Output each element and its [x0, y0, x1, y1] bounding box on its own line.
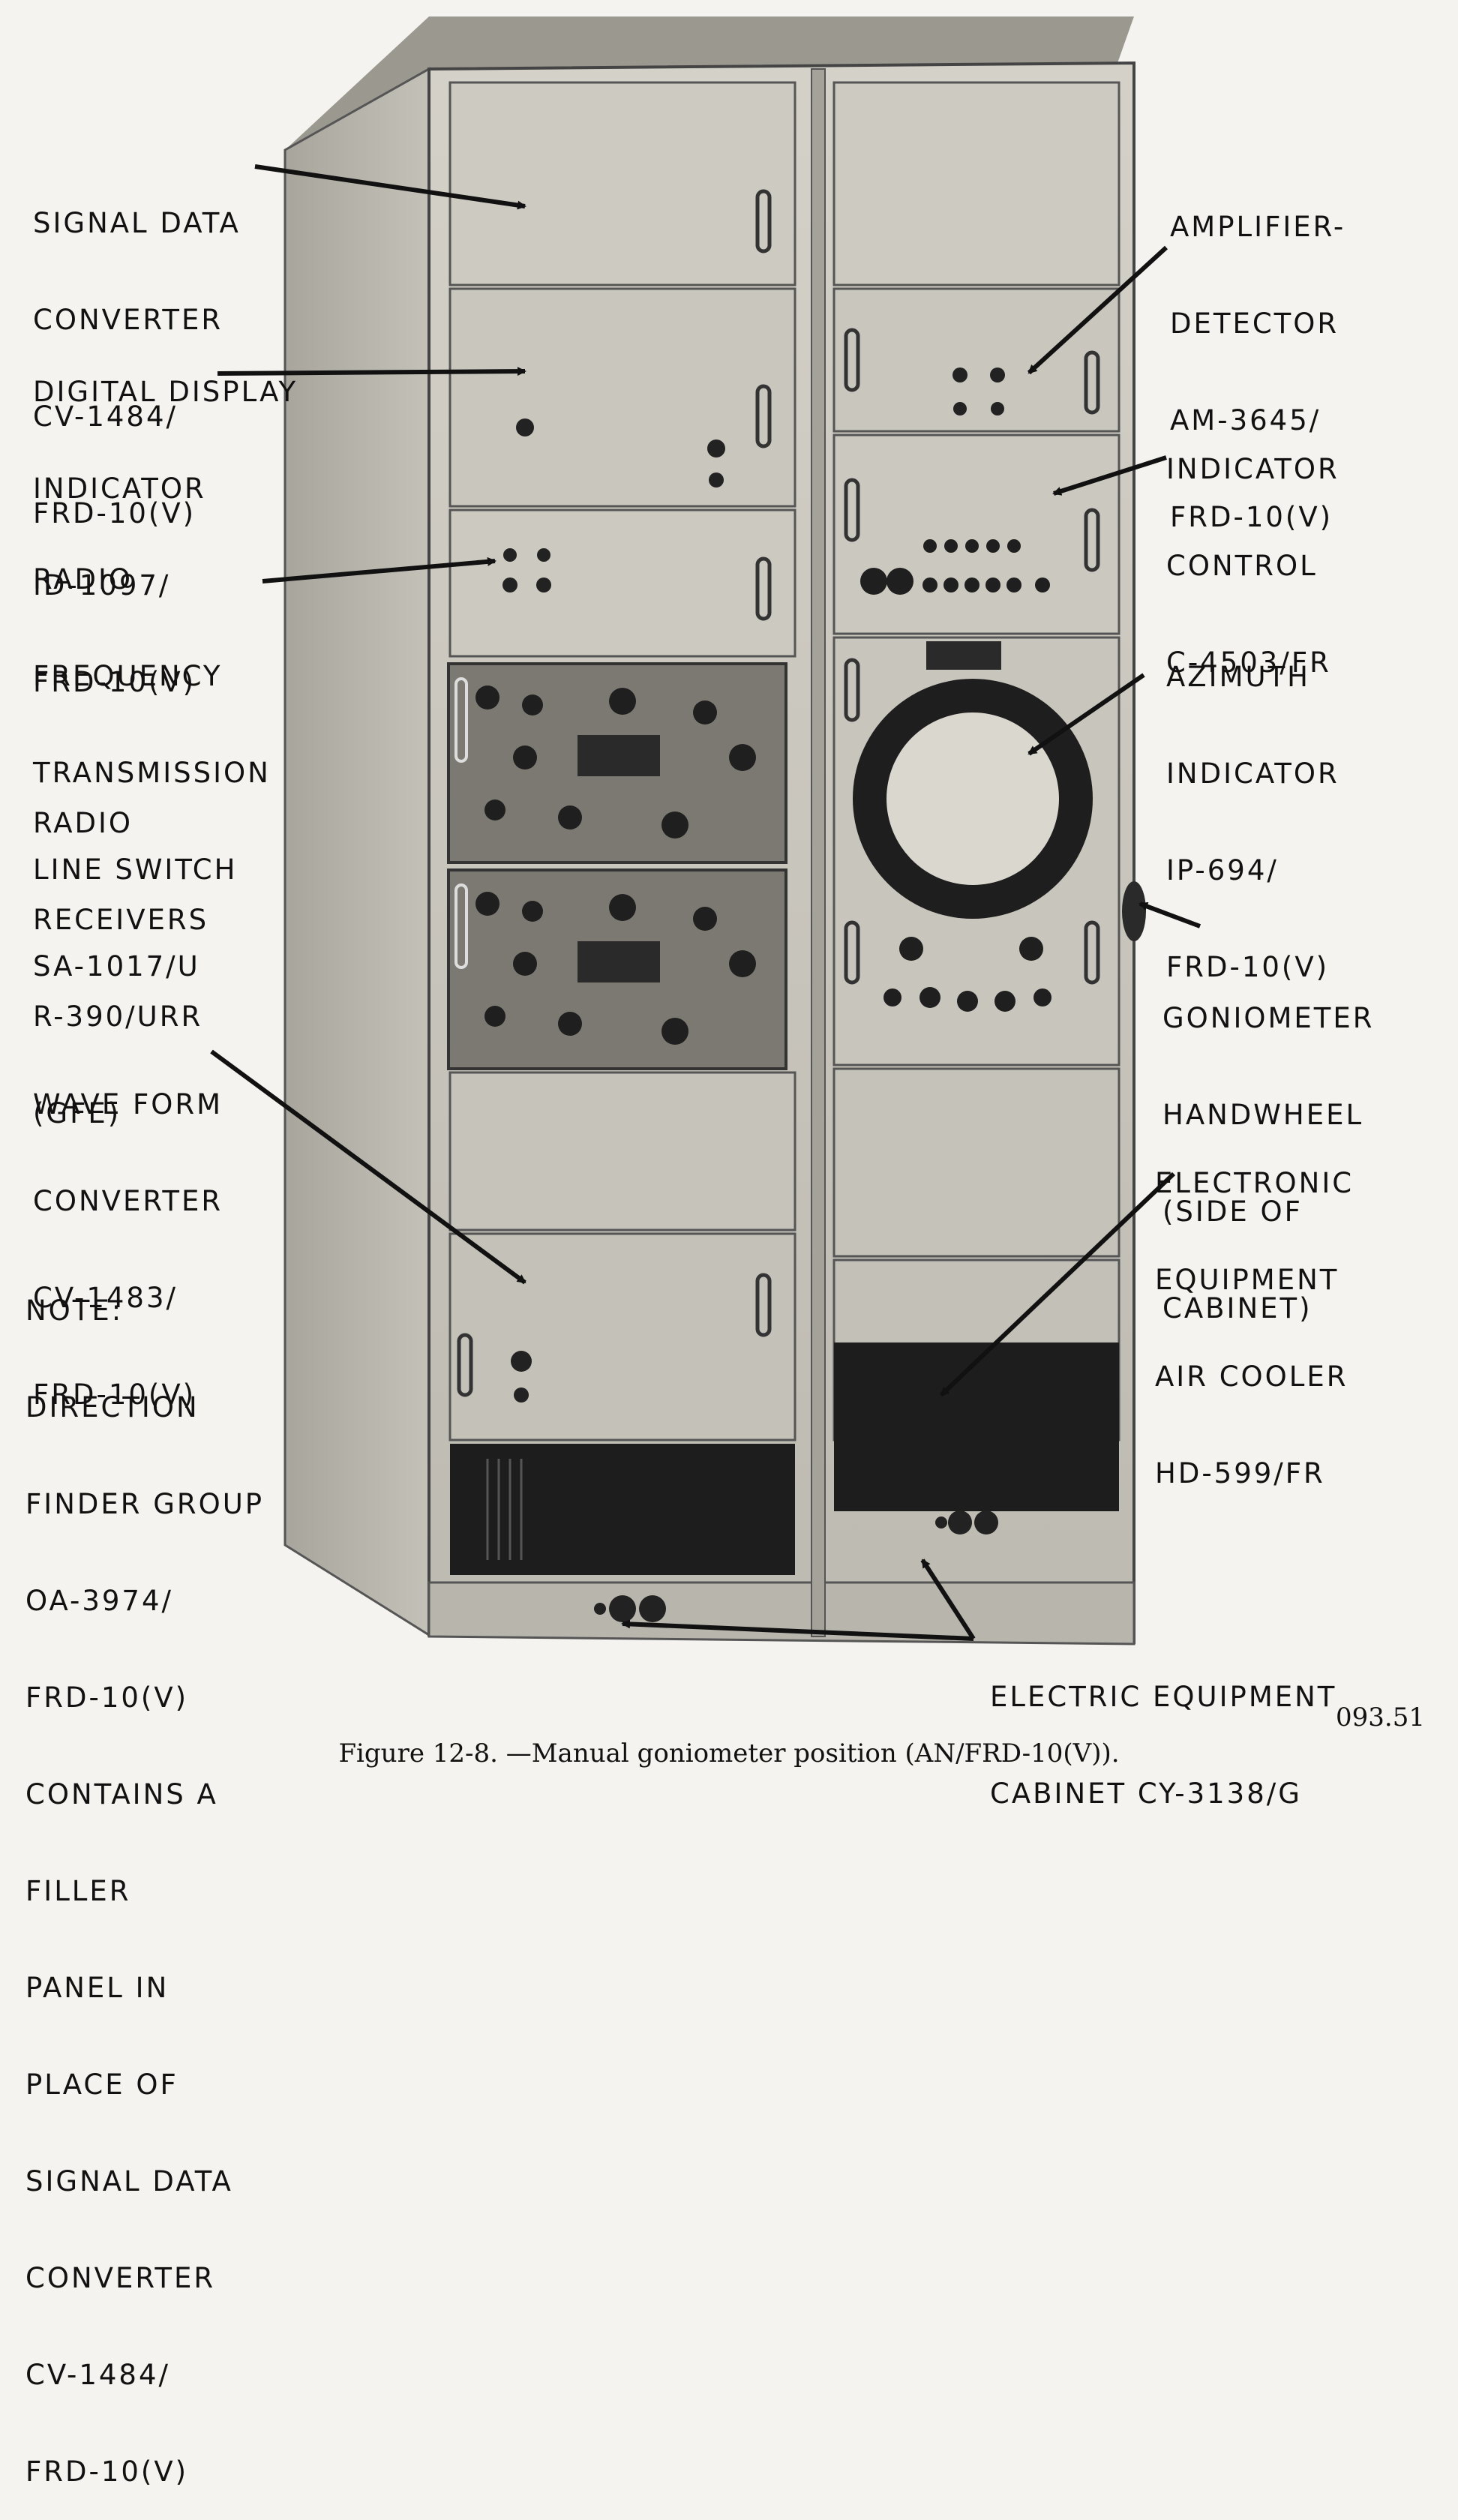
label-digital-display-indicator: DIGITAL DISPLAY INDICATOR ID-1097/ FRD-1…: [33, 376, 298, 698]
label-amplifier-detector: AMPLIFIER- DETECTOR AM-3645/ FRD-10(V): [1170, 211, 1346, 533]
bay-divider: [811, 68, 826, 1637]
arrow-air-cooler: [939, 1172, 1176, 1397]
arrow-cabinet-right: [920, 1558, 976, 1640]
label-note: NOTE: DIRECTION FINDER GROUP OA-3974/ FR…: [26, 1294, 265, 2488]
arrow-wave-form-converter: [210, 1049, 526, 1285]
cabinet-side-panel: [284, 67, 430, 1637]
label-goniometer-handwheel: GONIOMETER HANDWHEEL (SIDE OF CABINET): [1162, 1002, 1375, 1324]
left-vent: [450, 1444, 795, 1575]
label-wave-form-converter: WAVE FORM CONVERTER CV-1483/ FRD-10(V): [33, 1088, 224, 1411]
azimuth-scope-face: [886, 712, 1059, 885]
label-azimuth-indicator: AZIMUTH INDICATOR IP-694/ FRD-10(V): [1166, 661, 1340, 983]
arrow-azimuth-indicator: [1028, 673, 1145, 756]
arrow-indicator-control: [1052, 455, 1167, 496]
rf-switch-panel: [448, 508, 796, 658]
figure-number: 093.51: [1336, 1702, 1425, 1732]
arrow-goniometer-handwheel: [1138, 902, 1202, 928]
left-bay: [447, 81, 796, 1622]
air-cooler-vent: [834, 1342, 1119, 1511]
arrow-rf-switch: [262, 556, 496, 584]
arrow-digital-display: [217, 367, 526, 376]
figure-caption: Figure 12-8. —Manual goniometer position…: [338, 1738, 1120, 1768]
digital-display-panel: [448, 287, 796, 508]
right-blank-panel: [832, 1067, 1120, 1258]
label-indicator-control: INDICATOR CONTROL C-4503/FR: [1166, 453, 1340, 679]
goniometer-handwheel: [1122, 881, 1146, 941]
label-cabinet: ELECTRIC EQUIPMENT CABINET CY-3138/G: [990, 1681, 1337, 1810]
arrow-amplifier-detector: [1027, 245, 1168, 375]
amplifier-detector-top-panel: [832, 81, 1120, 286]
indicator-control-panel: [832, 434, 1120, 635]
label-signal-data-converter: SIGNAL DATA CONVERTER CV-1484/ FRD-10(V): [33, 207, 241, 530]
right-bay: [832, 81, 1146, 1534]
label-rf-transmission-line-switch: RADIO FREQUENCY TRANSMISSION LINE SWITCH…: [33, 563, 271, 982]
blank-panel: [448, 1071, 796, 1232]
leader-arrows: [210, 164, 1202, 1641]
signal-data-converter-panel: [448, 81, 796, 286]
cabinet-base: [428, 1581, 1136, 1646]
cabinet-illustration: [210, 16, 1202, 1646]
label-air-cooler: ELECTRONIC EQUIPMENT AIR COOLER HD-599/F…: [1155, 1167, 1354, 1490]
amplifier-detector-panel: [832, 287, 1120, 433]
arrow-cabinet-left: [621, 1619, 974, 1641]
arrow-signal-data-converter: [254, 164, 526, 210]
label-radio-receivers: RADIO RECEIVERS R-390/URR (GFE): [33, 807, 209, 1130]
